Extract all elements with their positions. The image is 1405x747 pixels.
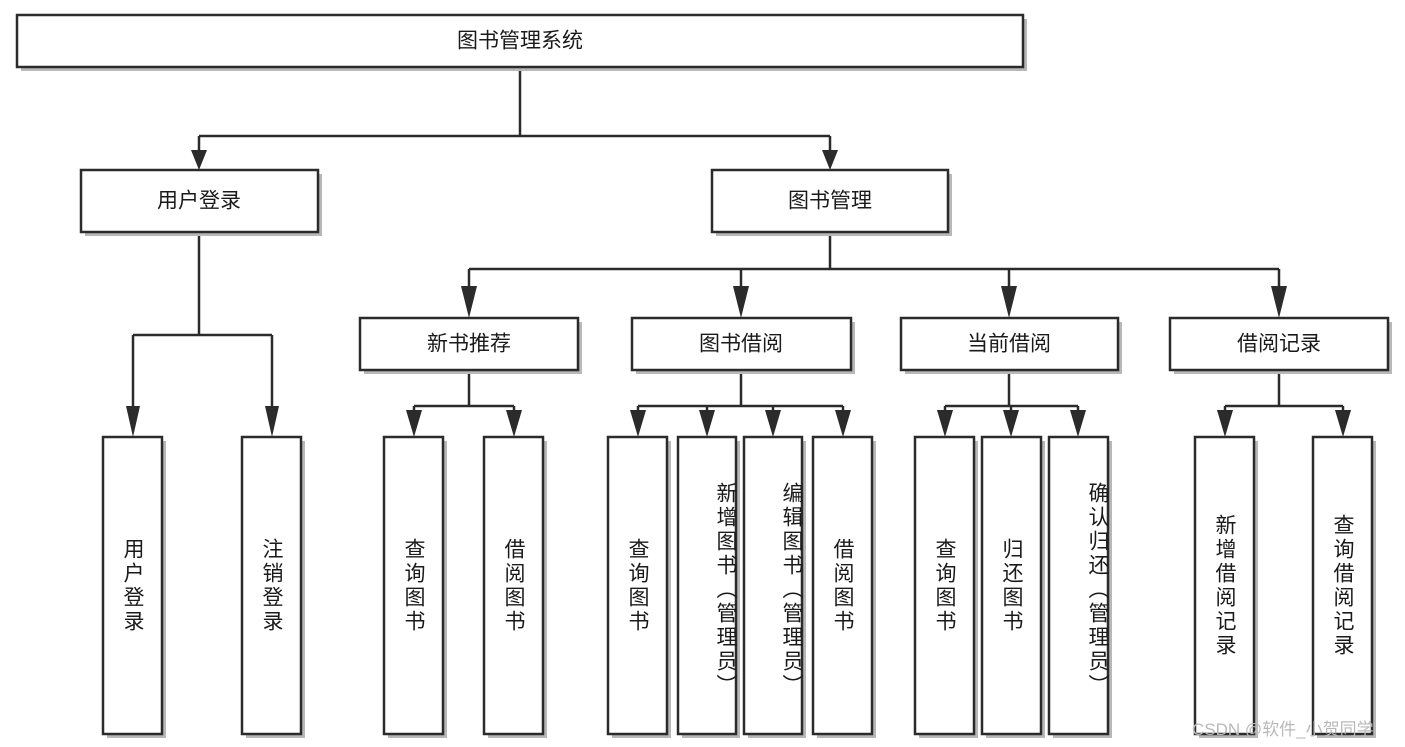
node-leaf-query-book-2-rect[interactable]	[606, 435, 669, 736]
arrowhead-leaf-confirm-return	[1070, 410, 1086, 437]
node-leaf-query-book-1[interactable]	[382, 435, 447, 738]
node-leaf-borrow-book-1-rect[interactable]	[482, 435, 545, 736]
arrowhead-book-manage	[822, 150, 838, 170]
arrowhead-leaf-borrow-book-1	[506, 410, 522, 437]
connector-group-borrow-record-to-leaves	[1217, 374, 1351, 437]
connector-group-user-login-to-leaves	[126, 232, 279, 437]
arrowhead-leaf-query-book-2	[630, 410, 646, 437]
arrowhead-leaf-query-book-1	[406, 410, 422, 437]
node-leaf-edit-book[interactable]	[742, 435, 806, 738]
arrowhead-leaf-add-record	[1217, 410, 1233, 437]
node-leaf-user-login[interactable]	[101, 435, 166, 738]
arrowhead-leaf-return-book	[1003, 410, 1019, 437]
arrowhead-leaf-logout	[265, 406, 279, 437]
arrowhead-leaf-user-login	[126, 406, 140, 437]
node-current-borrow[interactable]: 当前借阅	[899, 316, 1122, 374]
arrowhead-leaf-query-record	[1335, 410, 1351, 437]
node-leaf-query-book-2[interactable]	[606, 435, 671, 738]
node-leaf-add-book[interactable]	[676, 435, 740, 738]
node-leaf-query-book-3-rect[interactable]	[913, 435, 976, 736]
arrowhead-book-borrow	[733, 286, 749, 318]
node-leaf-query-book-3[interactable]	[913, 435, 978, 738]
node-current-borrow-rect[interactable]	[899, 316, 1120, 372]
connector-group-root-to-level2	[191, 67, 838, 170]
node-leaf-borrow-book-2[interactable]	[811, 435, 876, 738]
node-leaf-confirm-return-rect[interactable]	[1047, 435, 1110, 736]
node-leaf-logout-login-rect[interactable]	[240, 435, 303, 736]
node-leaf-borrow-book-2-rect[interactable]	[811, 435, 874, 736]
connector-group-book-borrow-to-leaves	[630, 374, 851, 437]
node-borrow-record-label: 借阅记录	[1237, 333, 1321, 356]
node-borrow-record-rect[interactable]	[1168, 316, 1390, 372]
node-leaf-add-record-rect[interactable]	[1193, 435, 1256, 736]
node-root[interactable]: 图书管理系统	[15, 13, 1027, 71]
arrowhead-leaf-query-book-3	[937, 410, 953, 437]
node-leaf-query-book-1-rect[interactable]	[382, 435, 445, 736]
node-user-login-rect[interactable]	[79, 168, 320, 234]
arrowhead-leaf-add-book	[699, 410, 715, 437]
node-root-rect[interactable]	[15, 13, 1025, 69]
arrowhead-borrow-record	[1271, 286, 1287, 318]
connector-group-book-manage-to-level3	[461, 232, 1287, 318]
csdn-watermark: CSDN @软件_小贺同学	[1192, 720, 1374, 739]
node-leaf-query-record-rect[interactable]	[1311, 435, 1374, 736]
arrowhead-current-borrow	[1001, 286, 1017, 318]
node-leaf-add-book-rect[interactable]	[676, 435, 738, 736]
node-leaf-return-book-rect[interactable]	[980, 435, 1043, 736]
node-book-manage-label: 图书管理	[788, 190, 872, 213]
node-leaf-add-record[interactable]	[1193, 435, 1258, 738]
node-current-borrow-label: 当前借阅	[967, 333, 1051, 356]
node-root-label: 图书管理系统	[457, 30, 583, 53]
connector-group-new-book-rec-to-leaves	[406, 374, 522, 437]
node-leaf-query-record[interactable]	[1311, 435, 1376, 738]
node-book-manage-rect[interactable]	[710, 168, 950, 234]
node-book-borrow-rect[interactable]	[630, 316, 853, 372]
node-book-manage[interactable]: 图书管理	[710, 168, 952, 236]
arrowhead-user-login	[191, 150, 207, 170]
node-book-borrow-label: 图书借阅	[699, 333, 783, 356]
arrowhead-new-book-rec	[461, 286, 477, 318]
arrowhead-leaf-borrow-book-2	[835, 410, 851, 437]
node-leaf-return-book[interactable]	[980, 435, 1045, 738]
node-new-book-rec-label: 新书推荐	[427, 333, 511, 356]
arrowhead-leaf-edit-book	[765, 410, 781, 437]
connector-group-current-borrow-to-leaves	[937, 374, 1086, 437]
node-leaf-user-login-rect[interactable]	[101, 435, 164, 736]
node-borrow-record[interactable]: 借阅记录	[1168, 316, 1392, 374]
node-leaf-borrow-book-1[interactable]	[482, 435, 547, 738]
node-leaf-edit-book-rect[interactable]	[742, 435, 804, 736]
node-leaf-confirm-return[interactable]	[1047, 435, 1112, 738]
node-user-login[interactable]: 用户登录	[79, 168, 322, 236]
node-leaf-logout-login[interactable]	[240, 435, 305, 738]
node-book-borrow[interactable]: 图书借阅	[630, 316, 855, 374]
node-user-login-label: 用户登录	[157, 190, 241, 213]
node-new-book-rec-rect[interactable]	[358, 316, 580, 372]
node-new-book-rec[interactable]: 新书推荐	[358, 316, 582, 374]
